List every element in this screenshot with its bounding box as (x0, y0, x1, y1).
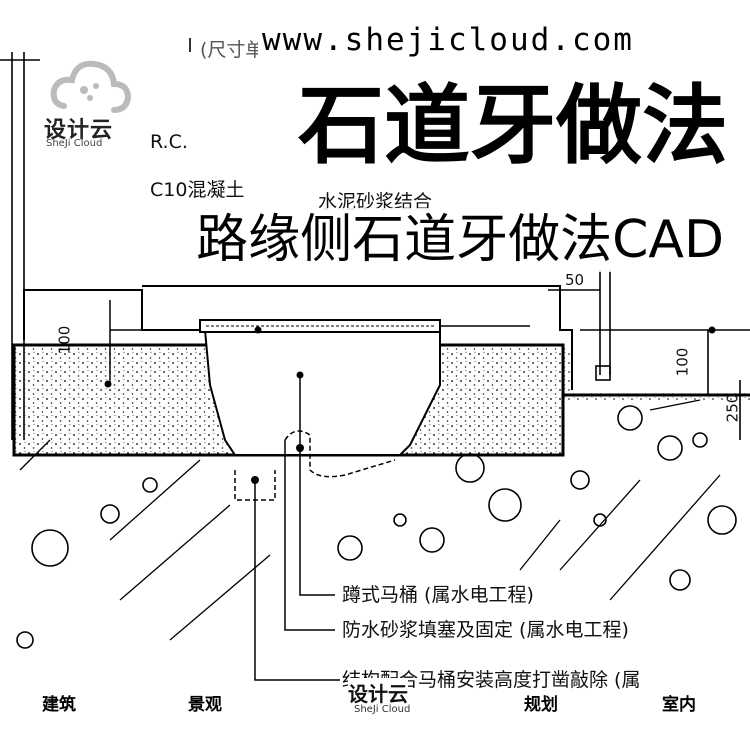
logo-name-cn: 设计云 (44, 118, 114, 143)
watermark-url: www.shejicloud.com (258, 20, 638, 60)
footer-logo-cn: 设计云 (348, 678, 408, 707)
mortar-label: 水泥砂浆结合 (318, 191, 433, 213)
rc-label: R.C. (150, 131, 188, 153)
footer-item-planning: 规划 (524, 695, 558, 715)
page-subtitle: 路缘侧石道牙做法CAD (192, 208, 728, 272)
footer-item-interior: 室内 (662, 695, 696, 715)
page-title: 石道牙做法 (298, 76, 728, 176)
c10-concrete-label: C10混凝土 (150, 179, 245, 201)
callout-structure-chiseling: 结构配合马桶安装高度打凿敲除 (属 (342, 669, 641, 691)
callout-squat-toilet: 蹲式马桶 (属水电工程) (342, 584, 534, 606)
footer-item-architecture: 建筑 (42, 695, 76, 715)
cloud-logo-icon (50, 60, 132, 113)
callout-waterproof-mortar: 防水砂浆填塞及固定 (属水电工程) (342, 619, 629, 641)
dim-250: 250 (723, 393, 742, 423)
footer-logo-en: SheJi Cloud (354, 704, 411, 715)
footer-item-landscape: 景观 (188, 695, 222, 715)
dim-100-right: 100 (673, 347, 692, 377)
dim-100-left: 100 (55, 325, 74, 355)
dim-50: 50 (565, 271, 585, 289)
logo-name-en: SheJi Cloud (46, 138, 103, 149)
